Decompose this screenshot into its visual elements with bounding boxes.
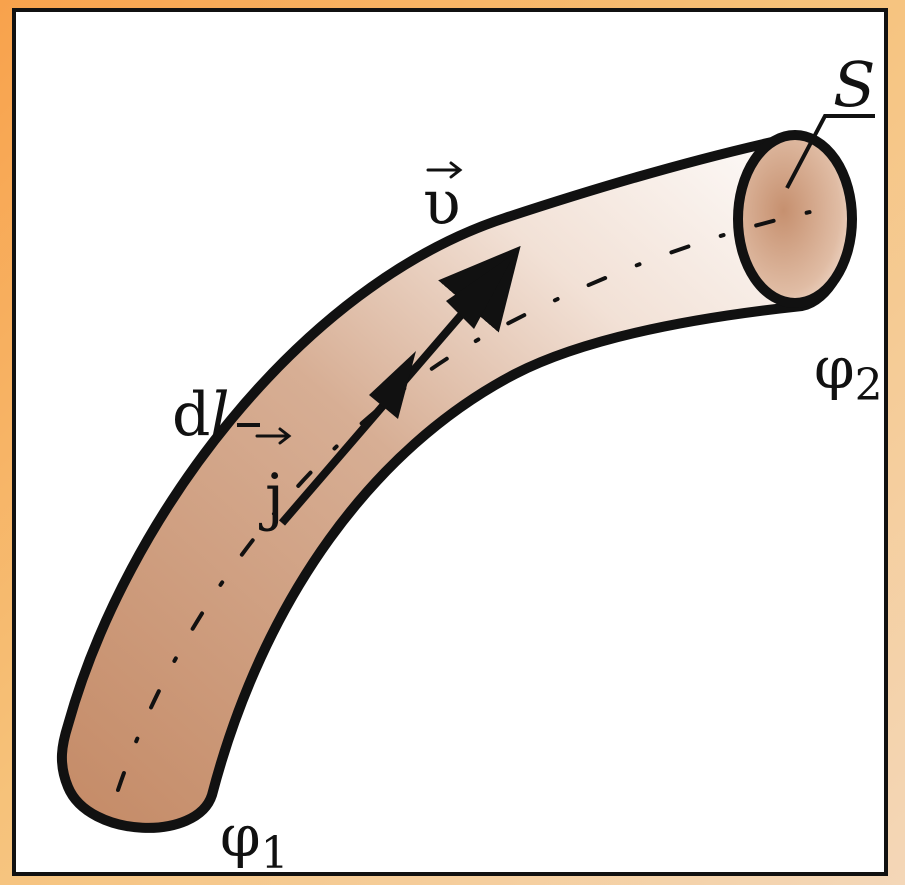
- velocity-label: υ: [423, 166, 461, 239]
- potential-1-label: φ1: [220, 802, 289, 879]
- length-label: dl: [172, 380, 230, 450]
- surface-leader-line: [785, 114, 875, 189]
- potential-2-label: φ2: [814, 334, 883, 411]
- end-arrowhead: [446, 253, 515, 329]
- mid-arrowhead: [369, 351, 416, 419]
- velocity-vector-mark: [426, 161, 463, 179]
- conductor-tube: [56, 132, 855, 833]
- cross-section-cap: [733, 130, 857, 308]
- current-density-vector-mark: [255, 427, 292, 445]
- surface-label: S: [833, 48, 875, 121]
